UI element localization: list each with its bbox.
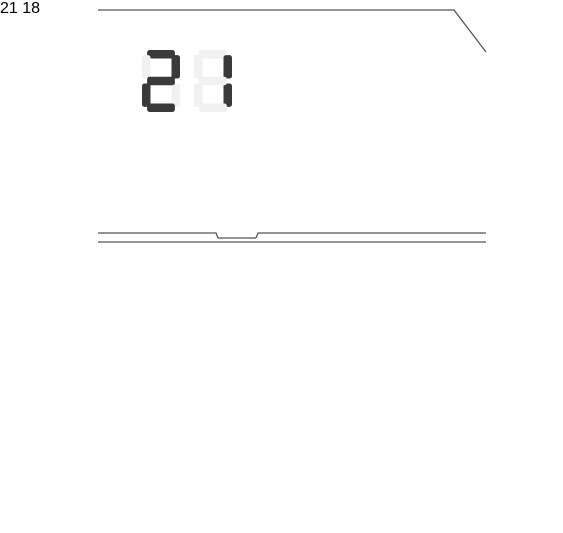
digit-segment-d	[199, 104, 227, 113]
digit-segment-a	[199, 50, 227, 59]
panel-top-frame	[98, 10, 486, 52]
digit-segment-e	[194, 84, 203, 107]
digit-segment-f	[142, 55, 151, 78]
panel-top-base-right	[256, 233, 486, 238]
digit-segment-b	[172, 55, 181, 78]
digit-segment-c	[172, 84, 181, 107]
digit-segment-f	[194, 55, 203, 78]
digit-segment-b	[224, 55, 233, 78]
digit-segment-d	[147, 104, 175, 113]
digit-segment-g	[147, 77, 175, 86]
panel-top	[98, 10, 486, 242]
digit-segment-a	[147, 50, 175, 59]
digit-segment-g	[199, 77, 227, 86]
digit-segment-c	[224, 84, 233, 107]
temperature-display	[142, 50, 232, 112]
digit-segment-e	[142, 84, 151, 107]
panel-top-base-left	[98, 233, 218, 238]
